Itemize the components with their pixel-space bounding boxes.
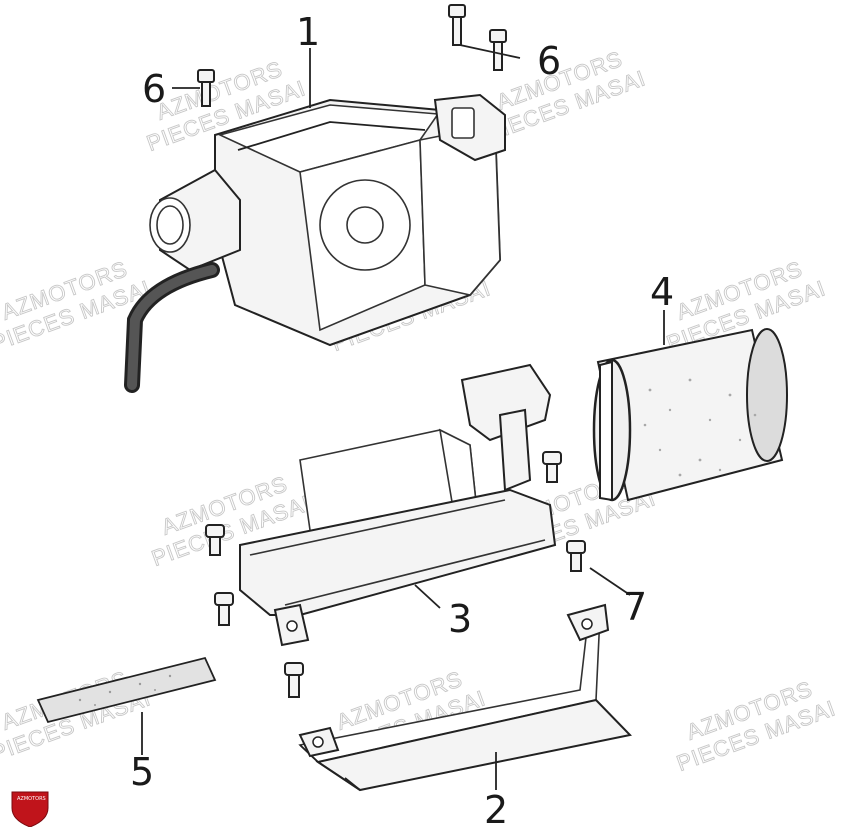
air-filter-housing[interactable] <box>124 93 506 393</box>
bolt-7-right-a[interactable] <box>542 451 562 483</box>
bolt-6-top-a[interactable] <box>448 4 466 46</box>
leader-lines <box>141 44 665 790</box>
lower-strap-bracket[interactable] <box>298 603 632 792</box>
callout-3: 3 <box>448 597 472 641</box>
bolt-6-top-b[interactable] <box>489 29 507 71</box>
logo-text: AZMOTORS <box>17 796 46 802</box>
mounting-bracket[interactable] <box>239 363 557 647</box>
callout-4: 4 <box>650 270 674 314</box>
callout-7: 7 <box>623 585 647 629</box>
brand-logo: AZMOTORS <box>11 791 49 827</box>
bolt-7-left-b[interactable] <box>214 592 234 626</box>
bolt-7-right-b[interactable] <box>566 540 586 572</box>
callout-5: 5 <box>130 750 154 794</box>
callout-labels: 1 2 3 4 5 6 6 7 <box>130 10 674 827</box>
foam-texture <box>643 378 757 477</box>
bolt-6-left[interactable] <box>197 69 215 107</box>
bolt-7-left-a[interactable] <box>205 524 225 556</box>
watermark: AZMOTORS PIECES MASAI <box>673 676 840 777</box>
callout-6-left: 6 <box>142 67 166 111</box>
foam-filter-element[interactable] <box>592 328 788 502</box>
filter-pad-strip[interactable] <box>36 656 217 724</box>
callout-1: 1 <box>296 10 320 54</box>
bolt-7-left-c[interactable] <box>284 662 304 698</box>
callout-6-right: 6 <box>537 39 561 83</box>
pad-texture <box>78 674 172 706</box>
callout-2: 2 <box>484 788 508 827</box>
